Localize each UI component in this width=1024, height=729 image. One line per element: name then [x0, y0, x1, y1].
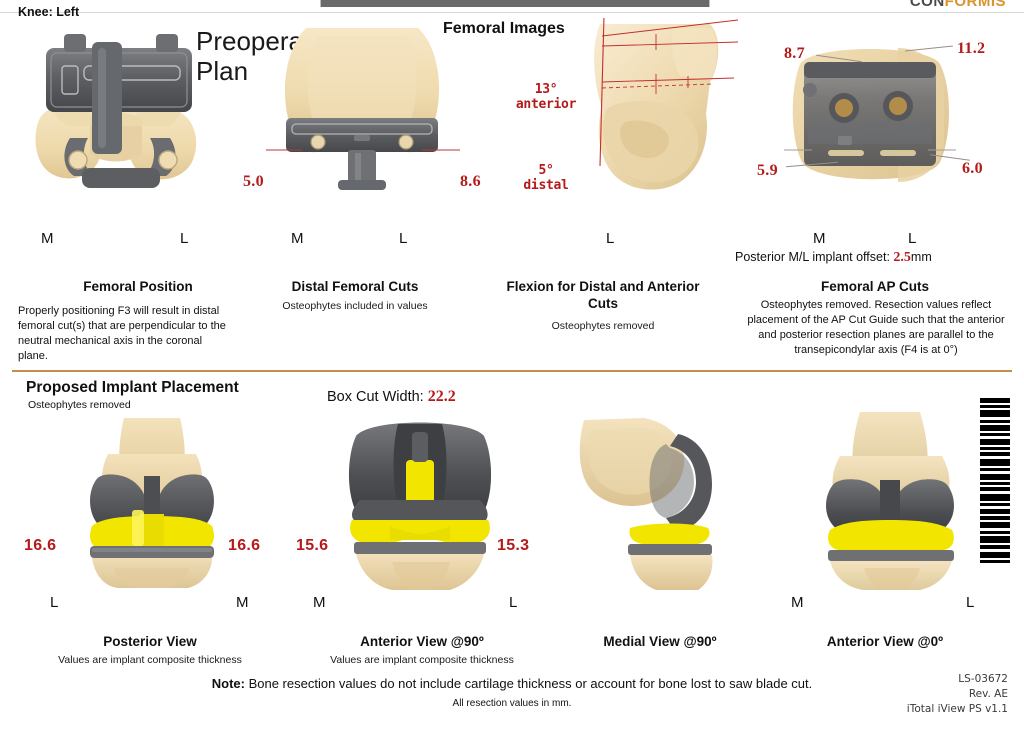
- anterior-view-0-illustration: [800, 412, 980, 590]
- distal-cut-value-lateral: 8.6: [460, 173, 481, 190]
- anterior-view-0-title: Anterior View @0º: [826, 634, 944, 649]
- flexion-distal-value: 5°: [538, 163, 554, 178]
- brand-text-primary: CON: [909, 0, 945, 10]
- flexion-title: Flexion for Distal and Anterior Cuts: [506, 279, 700, 311]
- femoral-images-heading: Femoral Images: [443, 20, 565, 37]
- flexion-label-lateral: L: [606, 230, 615, 247]
- anterior-view-90-label-medial: M: [313, 594, 326, 611]
- document-number: LS-03672: [958, 673, 1008, 685]
- window-top-strip: [0, 0, 1024, 13]
- femoral-ap-cuts-body: Osteophytes removed. Resection values re…: [747, 299, 1005, 356]
- ap-cuts-label-medial: M: [813, 230, 826, 247]
- posterior-ml-offset-value: 2.5: [893, 250, 911, 265]
- medial-view-90-illustration: [570, 414, 750, 590]
- femoral-position-label-medial: M: [41, 230, 54, 247]
- footer-note-text: Bone resection values do not include car…: [248, 676, 813, 691]
- ap-cut-value-top-left: 8.7: [784, 45, 805, 62]
- anterior-view-90-value-right: 15.3: [497, 537, 530, 554]
- anterior-view-90-illustration: [330, 414, 510, 590]
- implant-placement-heading: Proposed Implant Placement: [26, 379, 239, 396]
- anterior-view-90-label-lateral: L: [509, 594, 518, 611]
- distal-femoral-cuts-title: Distal Femoral Cuts: [291, 279, 419, 294]
- ap-cut-value-top-right: 11.2: [957, 40, 986, 57]
- flexion-distal-direction: distal: [523, 178, 569, 193]
- femoral-ap-cuts-title: Femoral AP Cuts: [820, 279, 930, 294]
- posterior-view-label-medial: M: [236, 594, 249, 611]
- conformis-logo: CONFORMIS: [910, 0, 1006, 10]
- anterior-view-90-subtitle: Values are implant composite thickness: [330, 654, 514, 666]
- femoral-position-illustration: [18, 22, 230, 212]
- ap-cut-value-bottom-right: 6.0: [962, 160, 983, 177]
- posterior-ml-offset-label: Posterior M/L implant offset:: [735, 250, 890, 264]
- posterior-view-label-lateral: L: [50, 594, 59, 611]
- anterior-view-0-label-medial: M: [791, 594, 804, 611]
- box-cut-width-value: 22.2: [427, 388, 456, 405]
- knee-side-label: Knee: Left: [18, 5, 80, 19]
- posterior-view-value-left: 16.6: [24, 537, 57, 554]
- title-bar-fragment: [320, 0, 710, 7]
- femoral-position-body: Properly positioning F3 will result in d…: [18, 305, 226, 362]
- anterior-view-90-value-left: 15.6: [296, 537, 329, 554]
- flexion-illustration: [560, 18, 740, 218]
- posterior-view-subtitle: Values are implant composite thickness: [58, 654, 242, 666]
- ap-cuts-label-lateral: L: [908, 230, 917, 247]
- medial-view-90-title: Medial View @90º: [603, 634, 717, 649]
- section-divider: [12, 370, 1012, 372]
- document-software-version: iTotal iView PS v1.1: [906, 703, 1008, 715]
- footer-note-prefix: Note:: [211, 676, 245, 691]
- posterior-ml-offset: Posterior M/L implant offset: 2.5mm: [735, 250, 932, 266]
- distal-femoral-cuts-subtitle: Osteophytes included in values: [282, 300, 428, 312]
- brand-text-secondary: FORMIS: [944, 0, 1006, 10]
- flexion-distal-angle: 5° distal: [505, 163, 587, 193]
- footer-note-sub: All resection values in mm.: [452, 698, 572, 709]
- flexion-anterior-angle: 13° anterior: [505, 82, 587, 112]
- femoral-position-title: Femoral Position: [83, 279, 193, 294]
- box-cut-width-label: Box Cut Width:: [327, 389, 424, 405]
- implant-placement-subheading: Osteophytes removed: [28, 399, 131, 411]
- distal-femoral-cuts-illustration: [262, 22, 462, 212]
- distal-cuts-label-lateral: L: [399, 230, 408, 247]
- document-identifiers: LS-03672 Rev. AE iTotal iView PS v1.1: [907, 672, 1008, 717]
- flexion-subtitle: Osteophytes removed: [551, 320, 655, 332]
- flexion-anterior-direction: anterior: [515, 97, 577, 112]
- barcode: [980, 398, 1010, 563]
- femoral-position-label-lateral: L: [180, 230, 189, 247]
- box-cut-width: Box Cut Width: 22.2: [327, 388, 456, 406]
- posterior-ml-offset-unit: mm: [910, 250, 932, 264]
- footer-note: Note: Bone resection values do not inclu…: [0, 676, 1024, 691]
- distal-cut-value-medial: 5.0: [243, 173, 264, 190]
- posterior-view-illustration: [62, 418, 242, 588]
- femoral-ap-cuts-illustration: [780, 38, 960, 208]
- anterior-view-0-label-lateral: L: [966, 594, 975, 611]
- anterior-view-90-title: Anterior View @90º: [360, 634, 484, 649]
- distal-cuts-label-medial: M: [291, 230, 304, 247]
- posterior-view-title: Posterior View: [103, 634, 197, 649]
- flexion-anterior-value: 13°: [534, 82, 558, 97]
- posterior-view-value-right: 16.6: [228, 537, 261, 554]
- document-revision: Rev. AE: [968, 688, 1008, 700]
- ap-cut-value-bottom-left: 5.9: [757, 162, 778, 179]
